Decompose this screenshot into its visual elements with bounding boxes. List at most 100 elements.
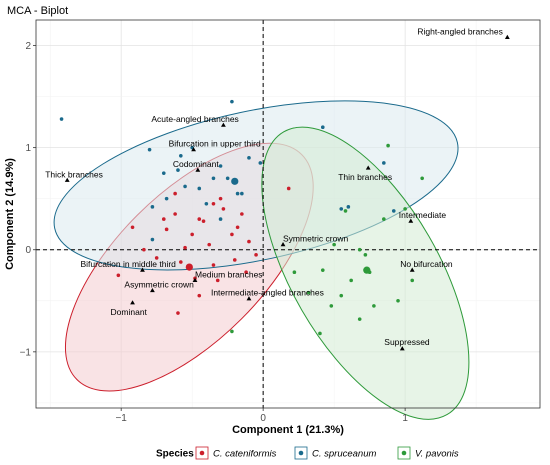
point-series-0	[164, 227, 169, 232]
point-series-2	[343, 209, 348, 213]
variable-label: Bifurcation in upper third	[169, 139, 261, 149]
point-series-1	[204, 201, 209, 206]
variable-marker	[64, 177, 70, 182]
legend-key-dot	[298, 450, 304, 456]
point-series-1	[218, 217, 223, 221]
point-series-0	[240, 212, 244, 216]
point-series-1	[147, 147, 152, 152]
x-tick-label: −1	[115, 413, 127, 424]
variable-label: Suppressed	[384, 337, 430, 347]
variable-marker	[280, 242, 286, 247]
point-series-2	[382, 217, 386, 221]
variable-marker	[192, 277, 198, 282]
variable-label: Asymmetric crown	[124, 280, 194, 290]
point-series-2	[339, 293, 344, 298]
variable-marker	[221, 122, 226, 127]
variable-marker	[408, 218, 414, 223]
y-tick-label: 1	[25, 143, 31, 154]
point-series-1	[197, 186, 202, 191]
point-series-1	[230, 99, 234, 104]
point-series-2	[292, 270, 297, 275]
point-series-0	[211, 201, 216, 206]
point-series-0	[161, 217, 166, 221]
legend-title: Species	[156, 449, 194, 460]
point-series-0	[247, 239, 251, 244]
x-axis-title: Component 1 (21.3%)	[232, 424, 344, 436]
point-series-1	[161, 171, 166, 175]
chart-title: MCA - Biplot	[7, 5, 68, 17]
legend-entry-label: C. spruceanum	[312, 449, 377, 460]
legend-entry-label: V. pavonis	[415, 449, 459, 460]
point-series-2	[318, 331, 322, 336]
y-tick-label: −1	[20, 347, 32, 358]
point-series-2	[420, 176, 424, 181]
point-series-0	[197, 293, 202, 298]
point-series-1	[218, 164, 223, 168]
point-series-0	[254, 253, 258, 257]
point-series-0	[221, 207, 226, 211]
variable-marker	[504, 34, 510, 39]
point-series-0	[286, 186, 291, 191]
point-series-0	[201, 219, 206, 223]
point-series-1	[164, 196, 169, 201]
point-series-1	[211, 176, 216, 181]
point-series-1	[391, 209, 396, 213]
variable-marker	[195, 167, 201, 172]
point-series-1	[247, 156, 251, 160]
variable-marker	[191, 147, 196, 152]
point-series-1	[258, 161, 263, 165]
point-series-0	[183, 245, 187, 250]
point-series-0	[235, 225, 240, 230]
point-series-0	[176, 311, 180, 315]
point-series-2	[386, 143, 390, 148]
variable-label: Thin branches	[338, 172, 392, 182]
point-series-1	[320, 125, 325, 130]
point-series-2	[329, 304, 334, 308]
point-series-1	[240, 191, 244, 196]
point-series-0	[207, 242, 212, 247]
point-series-1	[346, 205, 351, 209]
point-series-0	[116, 273, 121, 278]
point-series-2	[357, 247, 362, 252]
point-series-1	[179, 154, 183, 158]
variable-marker	[365, 165, 371, 170]
variable-label: Bifurcation in middle third	[80, 259, 176, 269]
y-axis-title: Component 2 (14.9%)	[4, 158, 16, 270]
point-series-1	[339, 207, 344, 211]
point-series-2	[410, 278, 415, 283]
point-series-1	[225, 176, 230, 181]
point-series-2	[363, 253, 368, 257]
point-series-2	[396, 298, 400, 303]
centroid-series-1	[231, 177, 239, 185]
variable-label: Thick branches	[45, 169, 103, 179]
x-tick-label: 0	[260, 413, 266, 424]
point-series-0	[215, 278, 220, 283]
variable-marker	[130, 300, 135, 305]
point-series-0	[142, 247, 146, 252]
point-series-0	[197, 217, 202, 221]
individual-points	[59, 99, 424, 336]
point-series-2	[320, 268, 325, 272]
point-series-0	[130, 225, 135, 230]
variable-label: Intermediate-angled branches	[211, 288, 324, 298]
point-series-2	[349, 278, 353, 283]
point-series-0	[179, 260, 183, 264]
y-tick-label: 0	[25, 245, 31, 256]
legend-key-dot	[401, 450, 407, 456]
point-series-2	[230, 329, 234, 334]
point-series-1	[183, 184, 187, 189]
point-series-2	[306, 290, 311, 295]
variable-label: Acute-angled branches	[151, 114, 238, 124]
point-series-0	[173, 191, 177, 196]
point-series-1	[150, 237, 155, 242]
point-series-0	[173, 212, 177, 216]
variable-label: No bifurcation	[400, 259, 453, 269]
centroid-series-0	[185, 263, 193, 271]
point-series-1	[150, 205, 155, 209]
x-tick-label: 1	[402, 413, 408, 424]
point-series-0	[230, 232, 234, 237]
